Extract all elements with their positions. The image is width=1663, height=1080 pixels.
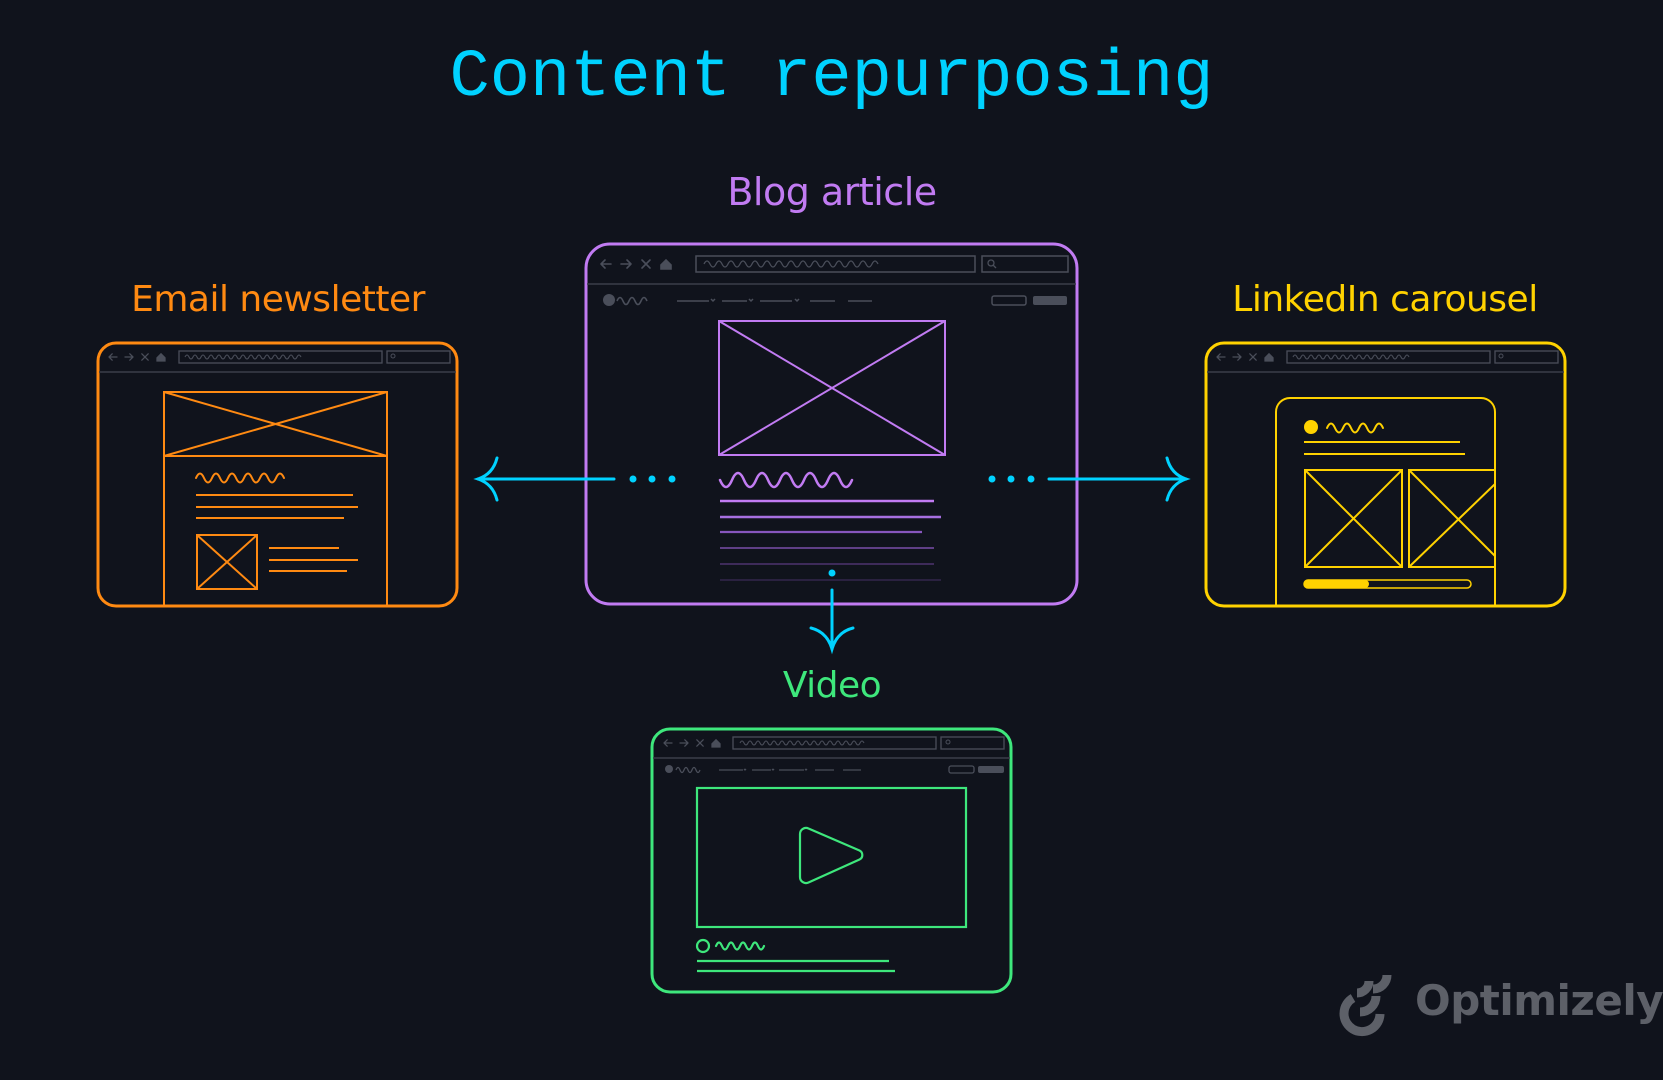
connector-right — [1047, 456, 1191, 502]
connector-right-dots — [988, 475, 1035, 483]
connector-left — [473, 456, 616, 502]
email-newsletter-window — [96, 341, 459, 608]
email-newsletter-label: Email newsletter — [131, 279, 425, 320]
video-label: Video — [782, 665, 882, 706]
search-field — [981, 255, 1069, 273]
image-placeholder-icon — [718, 320, 946, 456]
heading-squiggle — [718, 471, 854, 489]
connector-left-dots — [629, 475, 676, 483]
carousel-progress-bar — [1304, 580, 1369, 588]
blog-article-window — [584, 242, 1079, 606]
search-icon — [987, 259, 995, 267]
optimizely-logo-icon — [1339, 974, 1392, 1037]
video-player-frame — [695, 786, 968, 929]
optimizely-wordmark: Optimizely — [1415, 975, 1663, 1025]
linkedin-carousel-window — [1204, 341, 1567, 608]
linkedin-carousel-label: LinkedIn carousel — [1232, 279, 1538, 320]
optimizely-logo: Optimizely — [1327, 965, 1663, 1037]
connector-down-dot — [828, 569, 836, 577]
blog-article-label: Blog article — [727, 170, 937, 214]
profile-avatar-icon — [1304, 420, 1318, 434]
address-bar — [695, 255, 976, 273]
video-window — [650, 727, 1013, 994]
site-logo-icon — [603, 294, 615, 306]
play-icon — [798, 826, 864, 885]
connector-down — [809, 588, 855, 655]
page-title: Content repurposing — [449, 40, 1214, 116]
